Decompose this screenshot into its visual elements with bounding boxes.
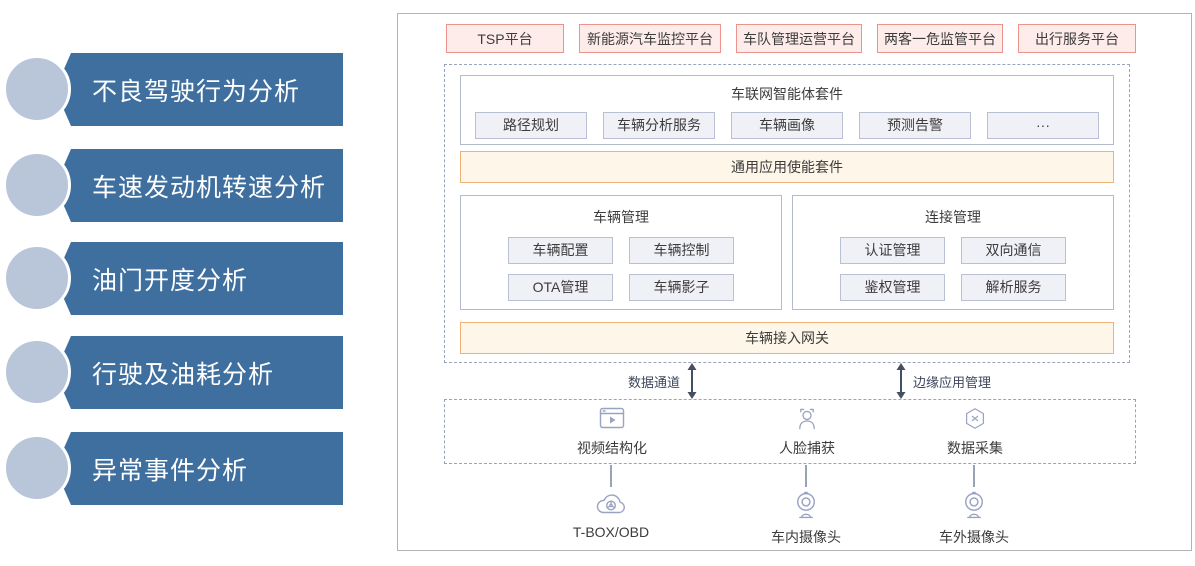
analysis-label: 车速发动机转速分析 — [92, 173, 327, 202]
edge-item-label: 人脸捕获 — [779, 440, 835, 456]
suite-chip-vehicle-analysis: 车辆分析服务 — [603, 112, 715, 139]
chip-authz-management: 鉴权管理 — [840, 274, 945, 301]
face-capture-icon — [799, 408, 815, 430]
edge-item-data-collection: 数据采集 — [900, 407, 1050, 458]
edge-capability-dashed-box: 视频结构化 人脸捕获 数据采集 — [444, 399, 1136, 464]
camera-icon — [797, 491, 815, 519]
analysis-label: 油门开度分析 — [92, 266, 249, 295]
bullet-circle — [3, 151, 71, 219]
chip-parse-service: 解析服务 — [961, 274, 1066, 301]
connector-line — [610, 465, 612, 487]
bullet-circle — [3, 338, 71, 406]
device-label: 车内摄像头 — [771, 529, 841, 545]
vehicle-management-title: 车辆管理 — [593, 209, 649, 225]
connection-management-box: 连接管理 认证管理 双向通信 鉴权管理 解析服务 — [792, 195, 1114, 310]
banner-shape: 不良驾驶行为分析 — [55, 53, 343, 126]
device-exterior-camera: 车外摄像头 — [894, 490, 1054, 547]
chip-vehicle-control: 车辆控制 — [629, 237, 734, 264]
double-arrow-vertical-icon — [896, 363, 906, 399]
architecture-diagram: TSP平台 新能源汽车监控平台 车队管理运营平台 两客一危监管平台 出行服务平台… — [397, 13, 1192, 551]
platform-box-transport: 两客一危监管平台 — [877, 24, 1003, 53]
edge-item-label: 数据采集 — [947, 440, 1003, 456]
analysis-item-throttle: 油门开度分析 — [0, 242, 343, 315]
agent-suite-items: 路径规划 车辆分析服务 车辆画像 预测告警 ··· — [461, 112, 1113, 139]
platform-box-travel: 出行服务平台 — [1018, 24, 1136, 53]
data-collect-icon — [965, 408, 985, 429]
chip-vehicle-config: 车辆配置 — [508, 237, 613, 264]
platform-box-fleet: 车队管理运营平台 — [736, 24, 862, 53]
data-channel-label: 数据通道 — [628, 374, 681, 390]
connection-management-title: 连接管理 — [925, 209, 981, 225]
platform-box-nev: 新能源汽车监控平台 — [579, 24, 721, 53]
video-icon — [599, 407, 625, 429]
analysis-item-abnormal-event: 异常事件分析 — [0, 432, 343, 505]
double-arrow-vertical-icon — [687, 363, 697, 399]
management-row: 车辆管理 车辆配置 车辆控制 OTA管理 车辆影子 连接管理 认证管理 双向通信… — [460, 195, 1114, 310]
data-channel: 数据通道 — [628, 363, 698, 399]
agent-suite-title: 车联网智能体套件 — [731, 86, 843, 102]
vehicle-management-grid: 车辆配置 车辆控制 OTA管理 车辆影子 — [461, 237, 781, 301]
chip-two-way-comm: 双向通信 — [961, 237, 1066, 264]
banner-shape: 异常事件分析 — [55, 432, 343, 505]
device-tbox-obd: T-BOX/OBD — [531, 490, 691, 540]
chip-auth-management: 认证管理 — [840, 237, 945, 264]
bullet-circle — [3, 55, 71, 123]
analysis-label: 不良驾驶行为分析 — [92, 77, 301, 106]
device-label: T-BOX/OBD — [572, 524, 650, 540]
analysis-item-bad-driving: 不良驾驶行为分析 — [0, 53, 343, 126]
suite-chip-vehicle-profile: 车辆画像 — [731, 112, 843, 139]
connector-line — [805, 465, 807, 487]
analysis-label: 行驶及油耗分析 — [92, 360, 275, 389]
chip-vehicle-shadow: 车辆影子 — [629, 274, 734, 301]
edge-app-channel: 边缘应用管理 — [895, 363, 991, 399]
chip-ota-management: OTA管理 — [508, 274, 613, 301]
suite-chip-more: ··· — [987, 112, 1099, 139]
cloud-tbox-icon — [596, 494, 625, 514]
suite-chip-predict-alarm: 预测告警 — [859, 112, 971, 139]
suite-chip-route-planning: 路径规划 — [475, 112, 587, 139]
analysis-item-fuel: 行驶及油耗分析 — [0, 336, 343, 409]
platform-box-tsp: TSP平台 — [446, 24, 564, 53]
banner-shape: 车速发动机转速分析 — [55, 149, 343, 222]
vehicle-management-box: 车辆管理 车辆配置 车辆控制 OTA管理 车辆影子 — [460, 195, 782, 310]
iov-core-dashed-box: 车联网智能体套件 路径规划 车辆分析服务 车辆画像 预测告警 ··· 通用应用使… — [444, 64, 1130, 363]
edge-item-video-structuring: 视频结构化 — [537, 407, 687, 458]
device-interior-camera: 车内摄像头 — [726, 490, 886, 547]
device-label: 车外摄像头 — [939, 529, 1009, 545]
camera-icon — [965, 491, 983, 519]
edge-item-label: 视频结构化 — [577, 440, 647, 456]
platform-row: TSP平台 新能源汽车监控平台 车队管理运营平台 两客一危监管平台 出行服务平台 — [446, 24, 1136, 53]
vehicle-access-gateway-band: 车辆接入网关 — [460, 322, 1114, 354]
connector-line — [973, 465, 975, 487]
edge-item-face-capture: 人脸捕获 — [732, 407, 882, 458]
analysis-item-speed-rpm: 车速发动机转速分析 — [0, 149, 343, 222]
analysis-label: 异常事件分析 — [92, 456, 249, 485]
enable-suite-band: 通用应用使能套件 — [460, 151, 1114, 183]
agent-suite-box: 车联网智能体套件 路径规划 车辆分析服务 车辆画像 预测告警 ··· — [460, 75, 1114, 145]
banner-shape: 油门开度分析 — [55, 242, 343, 315]
bullet-circle — [3, 244, 71, 312]
edge-app-channel-label: 边缘应用管理 — [913, 374, 992, 390]
connection-management-grid: 认证管理 双向通信 鉴权管理 解析服务 — [793, 237, 1113, 301]
bullet-circle — [3, 434, 71, 502]
banner-shape: 行驶及油耗分析 — [55, 336, 343, 409]
